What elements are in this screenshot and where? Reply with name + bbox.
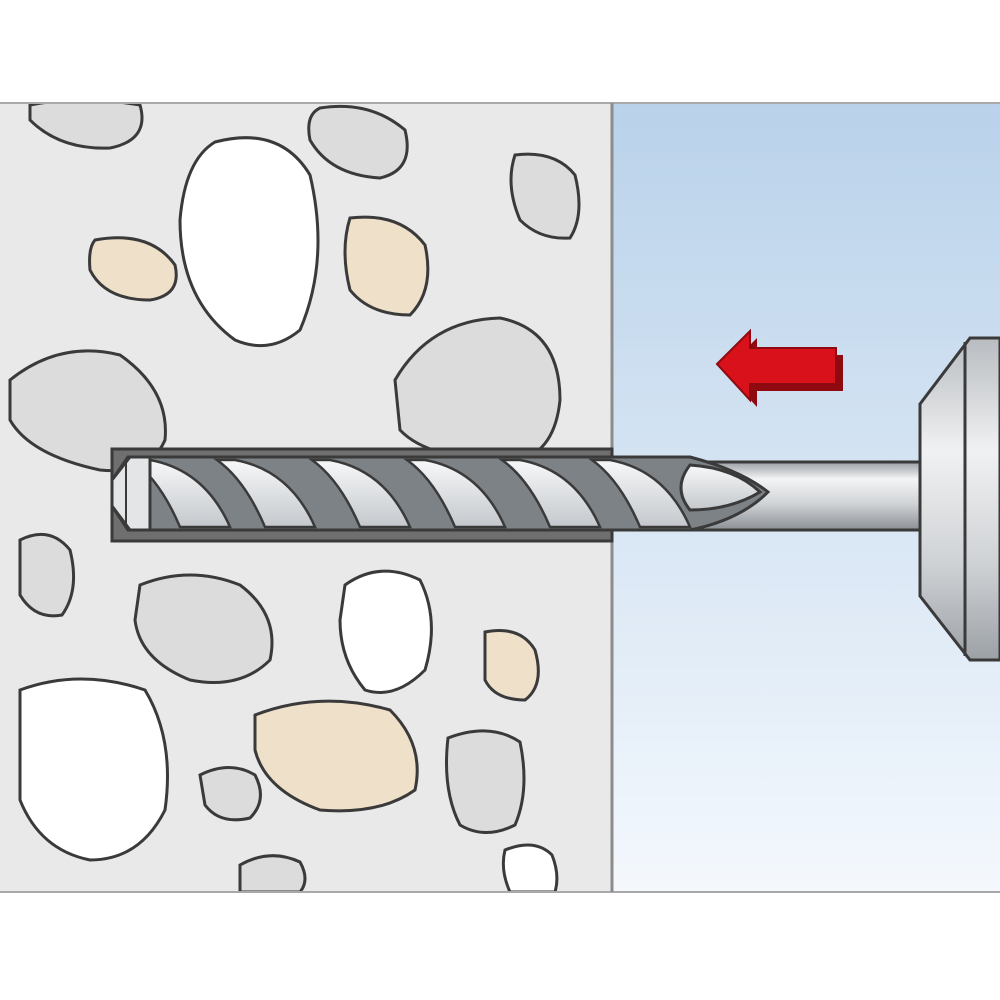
aggregate-stone <box>338 569 433 694</box>
aggregate-stone <box>509 152 581 240</box>
aggregate-stone <box>8 349 167 473</box>
aggregate-stone <box>28 103 144 150</box>
aggregate-stone <box>178 136 320 348</box>
drill-tip <box>110 455 152 532</box>
aggregate-stone <box>88 236 178 302</box>
aggregate-stone <box>253 699 419 813</box>
aggregate-stone <box>445 729 526 834</box>
aggregate-stone <box>18 677 169 862</box>
direction-arrow <box>715 328 843 407</box>
aggregate-stone <box>198 766 262 822</box>
aggregate-stones <box>8 103 581 892</box>
drill-flute <box>308 458 412 529</box>
drill-flute <box>213 458 317 529</box>
aggregate-stone <box>307 104 409 180</box>
aggregate-stone <box>18 532 76 618</box>
aggregate-stone <box>343 215 430 317</box>
aggregate-stone <box>483 629 540 702</box>
aggregate-stone <box>133 573 274 684</box>
drill-flute <box>403 458 507 529</box>
drill-chuck <box>918 336 1000 662</box>
drill-bit <box>110 455 924 532</box>
aggregate-stone <box>501 843 559 892</box>
drill-flutes <box>128 458 692 529</box>
drill-flute <box>498 458 602 529</box>
drill-flute <box>588 458 692 529</box>
aggregate-stone <box>238 854 307 892</box>
